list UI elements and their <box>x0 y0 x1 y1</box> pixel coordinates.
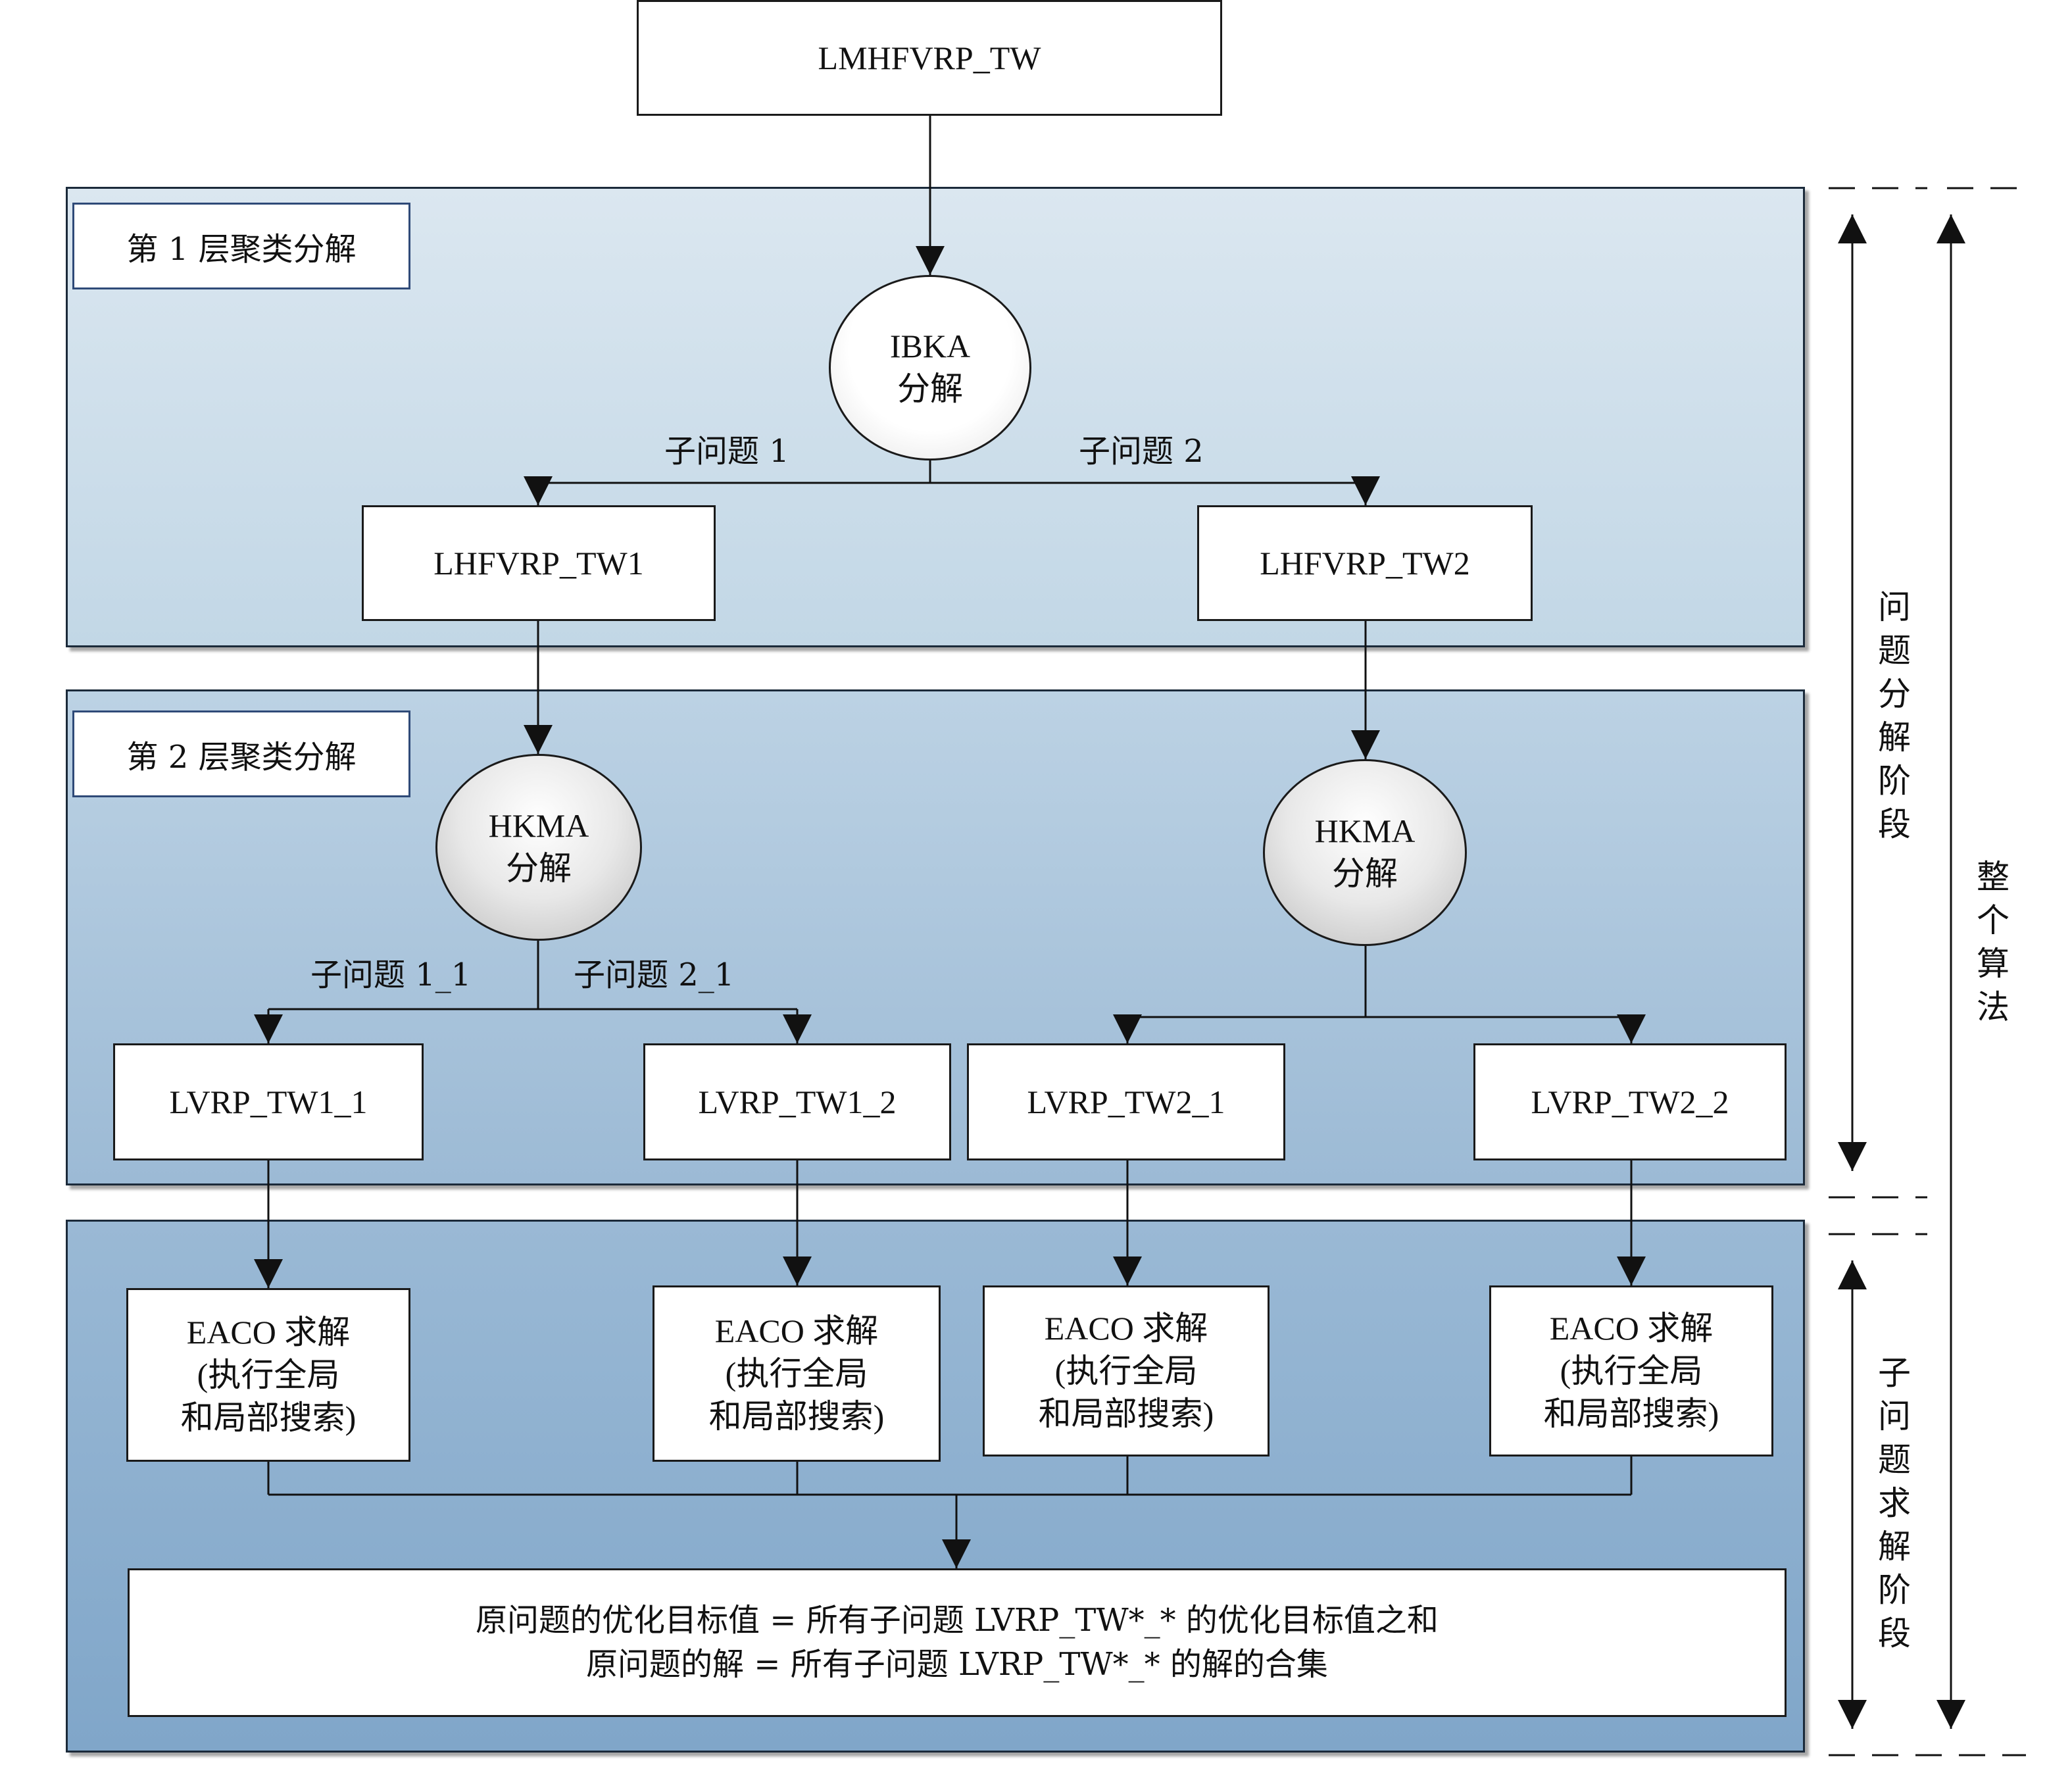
edge-label-subproblem-2: 子问题 2 <box>1079 433 1204 470</box>
ibka-decompose-node: IBKA 分解 <box>829 275 1031 460</box>
phase-label-solving: 子问题求解阶段 <box>1878 1354 1911 1653</box>
lvrp-tw1-2-box: LVRP_TW1_2 <box>643 1043 951 1160</box>
result-objective-line: 原问题的优化目标值 = 所有子问题 LVRP_TW*_* 的优化目标值之和 <box>476 1601 1439 1639</box>
lhfvrp-tw1-box: LHFVRP_TW1 <box>362 505 716 621</box>
hkma-decompose-node-right: HKMA 分解 <box>1263 759 1467 946</box>
eaco-solve-box-2: EACO 求解 (执行全局 和局部搜索) <box>653 1285 941 1462</box>
lhfvrp-tw2-box: LHFVRP_TW2 <box>1197 505 1533 621</box>
result-solution-line: 原问题的解 = 所有子问题 LVRP_TW*_* 的解的合集 <box>586 1646 1328 1683</box>
eaco-solve-box-1: EACO 求解 (执行全局 和局部搜索) <box>126 1288 410 1462</box>
ibka-method-name: IBKA <box>889 328 971 364</box>
lvrp-tw2-2-box: LVRP_TW2_2 <box>1473 1043 1787 1160</box>
ibka-method-action: 分解 <box>897 370 963 407</box>
edge-label-subproblem-2-1: 子问题 2_1 <box>574 957 735 993</box>
hkma-left-method-name: HKMA <box>488 807 589 844</box>
hkma-right-method-action: 分解 <box>1332 855 1398 892</box>
phase-label-decomposition: 问题分解阶段 <box>1878 588 1911 843</box>
root-problem-box: LMHFVRP_TW <box>637 0 1222 116</box>
eaco-solve-box-4: EACO 求解 (执行全局 和局部搜索) <box>1489 1285 1773 1456</box>
hkma-decompose-node-left: HKMA 分解 <box>435 754 642 941</box>
phase-label-whole: 整个算法 <box>1977 858 2010 1026</box>
hkma-left-method-action: 分解 <box>506 850 572 887</box>
layer2-label: 第 2 层聚类分解 <box>72 710 410 797</box>
result-summary-box: 原问题的优化目标值 = 所有子问题 LVRP_TW*_* 的优化目标值之和 原问… <box>128 1568 1787 1717</box>
edge-label-subproblem-1-1: 子问题 1_1 <box>310 957 472 993</box>
hkma-right-method-name: HKMA <box>1314 812 1416 849</box>
eaco-solve-box-3: EACO 求解 (执行全局 和局部搜索) <box>983 1285 1270 1456</box>
edge-label-subproblem-1: 子问题 1 <box>664 433 789 470</box>
layer1-label: 第 1 层聚类分解 <box>72 203 410 289</box>
lvrp-tw1-1-box: LVRP_TW1_1 <box>113 1043 424 1160</box>
lvrp-tw2-1-box: LVRP_TW2_1 <box>967 1043 1285 1160</box>
